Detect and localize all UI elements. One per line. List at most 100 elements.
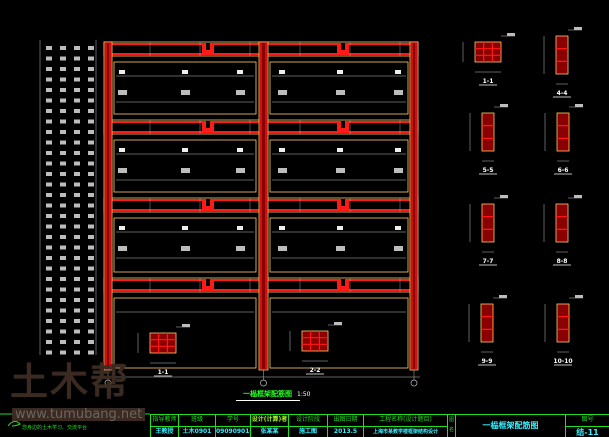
value-stage: 施工图 [288, 426, 327, 437]
rebar-schedule-mark [74, 119, 80, 124]
rebar-schedule-mark [74, 67, 80, 71]
value-date: 2013.5 [327, 426, 363, 437]
label-mark [575, 104, 583, 107]
rebar-schedule-mark [46, 151, 52, 155]
rebar-schedule-mark [46, 109, 52, 113]
rebar-schedule-mark [74, 203, 80, 208]
section-label: 10-10 [553, 358, 572, 365]
column [103, 41, 113, 371]
rebar-schedule-mark [60, 77, 66, 82]
rebar-schedule-mark [74, 77, 80, 82]
watermark-slogan: 您身边的土木学习、交流平台 [22, 425, 88, 431]
rebar-schedule-mark [88, 308, 94, 313]
rebar-schedule-mark [74, 277, 80, 281]
axis-bubble [260, 379, 267, 387]
watermark-leaf-icon [7, 420, 21, 427]
section-label: 1-1 [158, 369, 169, 376]
bay-outline [113, 297, 257, 369]
header-advisor: 指导教师 [150, 415, 178, 426]
label-mark [237, 226, 243, 230]
section-outline [480, 303, 494, 343]
header-class: 班级 [178, 415, 215, 426]
rebar-schedule-mark [60, 287, 66, 292]
rebar-schedule-mark [88, 235, 94, 239]
rebar-schedule-mark [74, 340, 80, 344]
rebar-schedule-mark [60, 256, 66, 260]
rebar-schedule-mark [88, 350, 94, 355]
rebar-schedule-mark [74, 109, 80, 113]
drawing-title: 一榀框架配筋图 [243, 390, 292, 398]
value-class: 土木0901 [178, 426, 215, 437]
rebar-schedule-mark [74, 56, 80, 61]
label-mark [119, 148, 125, 152]
label-mark [336, 168, 345, 173]
bay-outline [269, 297, 409, 369]
label-mark [279, 70, 285, 74]
rebar-schedule-mark [46, 319, 52, 323]
rebar-schedule-mark [74, 245, 80, 250]
title-block: 指导教师 班级 学号 设计(计算)者 设计阶段 出图日期 工程名称(设计题目) … [150, 414, 609, 437]
rebar-schedule-mark [74, 182, 80, 187]
rebar-schedule-mark [88, 172, 94, 176]
rebar-schedule-mark [88, 340, 94, 344]
rebar-schedule-mark [46, 340, 52, 344]
label-mark [182, 70, 188, 74]
rebar-schedule-mark [88, 161, 94, 166]
label-mark [119, 70, 125, 74]
rebar-schedule-mark [74, 172, 80, 176]
rebar-schedule-mark [88, 56, 94, 61]
rebar-schedule-mark [60, 109, 66, 113]
rebar-schedule-mark [60, 340, 66, 344]
rebar-schedule-mark [46, 98, 52, 103]
label-mark [278, 168, 287, 173]
label-mark [394, 246, 403, 251]
label-mark [337, 148, 343, 152]
rebar-schedule-mark [60, 193, 66, 197]
section-label: 5-5 [483, 167, 494, 174]
rebar-schedule-mark [46, 298, 52, 302]
value-designer: 张某某 [250, 426, 288, 437]
rebar-schedule-mark [60, 46, 66, 50]
bay-outline [269, 217, 409, 273]
rebar-schedule-mark [60, 151, 66, 155]
rebar-schedule-mark [46, 140, 52, 145]
rebar-schedule-mark [88, 329, 94, 334]
rebar-gap [206, 199, 210, 206]
rebar-schedule-mark [46, 224, 52, 229]
section-outline [556, 303, 570, 343]
label-mark [279, 148, 285, 152]
label-mark [118, 246, 127, 251]
rebar-schedule-mark [60, 98, 66, 103]
rebar-schedule-mark [74, 214, 80, 218]
label-mark [182, 324, 190, 327]
title-underline [236, 400, 300, 401]
rebar-schedule-mark [46, 67, 52, 71]
rebar-schedule-mark [46, 130, 52, 134]
label-mark [236, 246, 245, 251]
section-outline [555, 35, 569, 75]
rebar-schedule-mark [74, 193, 80, 197]
rebar-schedule-mark [46, 266, 52, 271]
label-mark [394, 90, 403, 95]
rebar-schedule-mark [88, 182, 94, 187]
label-mark [336, 90, 345, 95]
rebar-gap [341, 279, 345, 286]
rebar-schedule-mark [46, 329, 52, 334]
header-drawing-no: 图号 [565, 415, 609, 426]
watermark-logo: 土木帮 [10, 360, 131, 404]
rebar-schedule-mark [74, 350, 80, 355]
rebar-schedule-mark [46, 235, 52, 239]
label-mark [337, 70, 343, 74]
rebar-schedule-mark [60, 88, 66, 92]
rebar-schedule-mark [60, 308, 66, 313]
rebar-gap [206, 43, 210, 50]
rebar-schedule-mark [74, 130, 80, 134]
drawing-scale: 1:50 [297, 391, 311, 398]
rebar-schedule-mark [60, 130, 66, 134]
rebar-schedule-mark [88, 214, 94, 218]
label-mark [182, 148, 188, 152]
label-mark [499, 295, 507, 298]
rebar-schedule-mark [88, 77, 94, 82]
rebar-schedule-mark [88, 193, 94, 197]
